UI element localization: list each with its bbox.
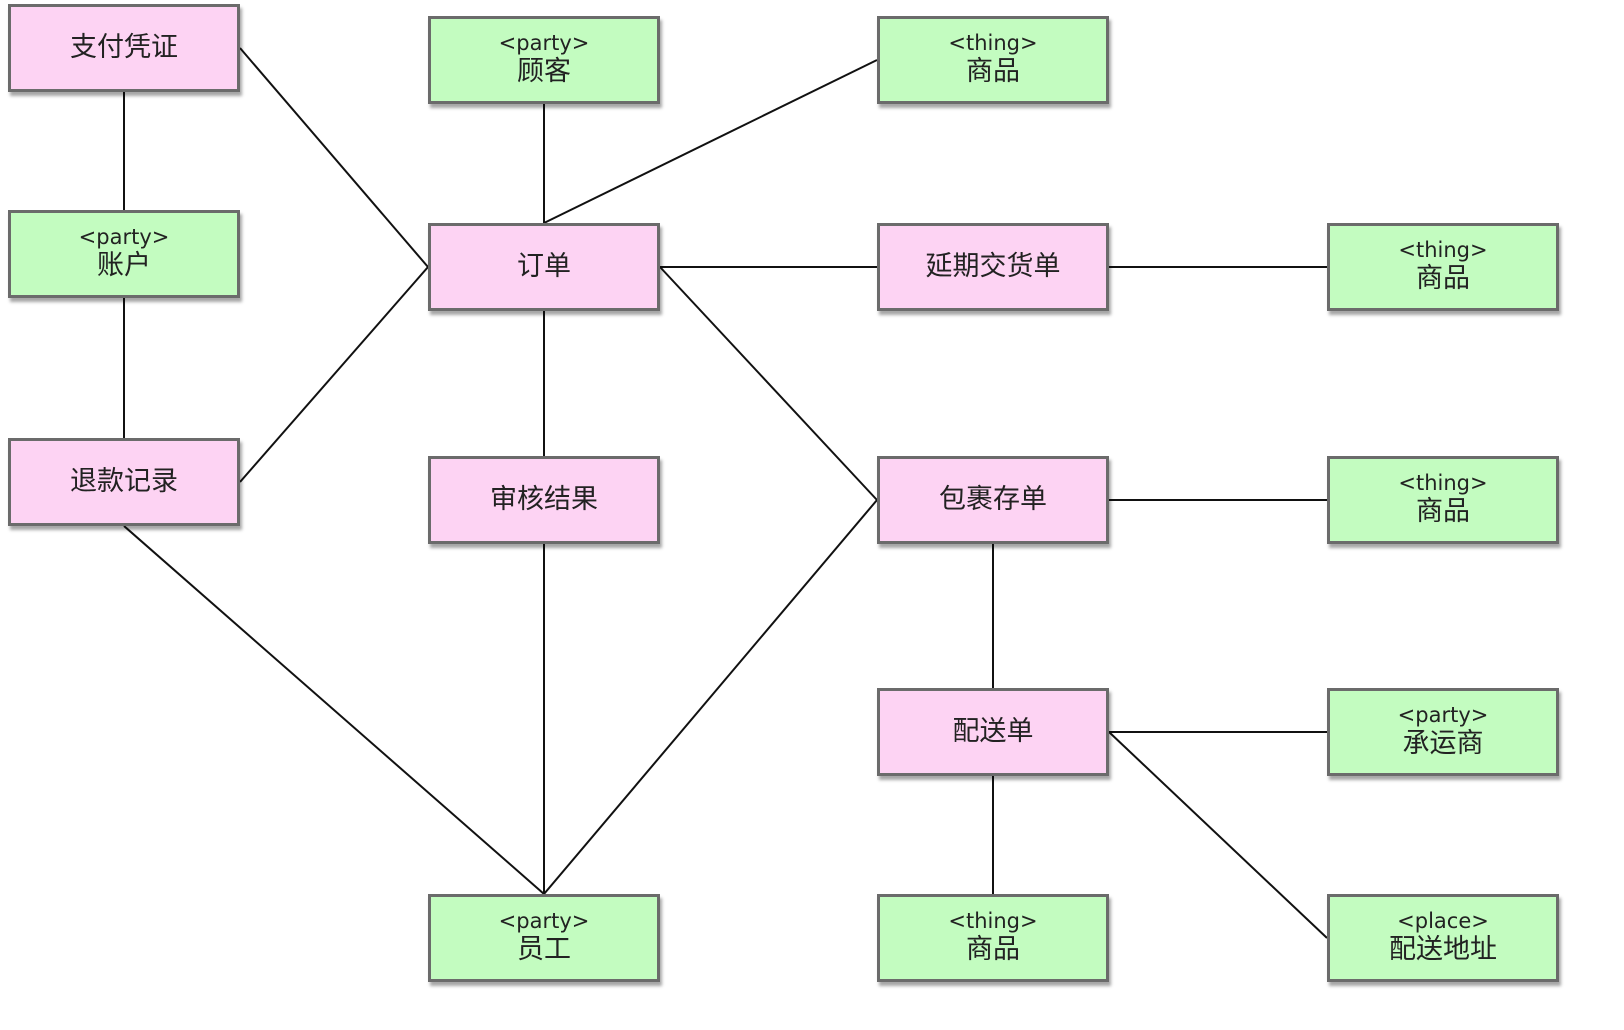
node-label: 账户 [97, 250, 151, 281]
node-label: 承运商 [1402, 728, 1484, 759]
node-stereotype: <thing> [948, 31, 1038, 55]
node-account: <party>账户 [8, 210, 240, 298]
connector-refund-order [239, 266, 429, 483]
connector-refund-employee [123, 525, 545, 895]
connector-delivery-address [1108, 731, 1328, 939]
node-label: 配送单 [952, 716, 1034, 747]
node-employee: <party>员工 [428, 894, 660, 982]
node-review: 审核结果 [428, 456, 660, 544]
node-stereotype: <thing> [1398, 238, 1488, 262]
node-label: 退款记录 [70, 466, 178, 497]
connector-payment-order [239, 47, 429, 268]
node-package: 包裹存单 [877, 456, 1109, 544]
node-goods-package: <thing>商品 [1327, 456, 1559, 544]
node-carrier: <party>承运商 [1327, 688, 1559, 776]
node-label: 支付凭证 [70, 32, 178, 63]
node-label: 延期交货单 [925, 251, 1061, 282]
node-label: 商品 [966, 56, 1020, 87]
node-stereotype: <thing> [948, 909, 1038, 933]
node-label: 商品 [1416, 496, 1470, 527]
node-goods-delivery: <thing>商品 [877, 894, 1109, 982]
node-delivery: 配送单 [877, 688, 1109, 776]
node-label: 订单 [517, 251, 571, 282]
node-label: 顾客 [517, 56, 571, 87]
connector-package-employee [543, 499, 878, 895]
node-order: 订单 [428, 223, 660, 311]
node-customer: <party>顾客 [428, 16, 660, 104]
node-stereotype: <place> [1397, 909, 1489, 933]
node-label: 配送地址 [1389, 934, 1497, 965]
node-label: 审核结果 [490, 484, 598, 515]
node-stereotype: <party> [498, 909, 590, 933]
node-stereotype: <thing> [1398, 471, 1488, 495]
node-label: 商品 [966, 934, 1020, 965]
node-stereotype: <party> [1397, 703, 1489, 727]
node-label: 员工 [517, 934, 571, 965]
connector-goods_top-order [543, 59, 878, 224]
node-goods-backorder: <thing>商品 [1327, 223, 1559, 311]
node-stereotype: <party> [498, 31, 590, 55]
node-refund: 退款记录 [8, 438, 240, 526]
node-label: 商品 [1416, 263, 1470, 294]
node-backorder: 延期交货单 [877, 223, 1109, 311]
node-payment: 支付凭证 [8, 4, 240, 92]
node-stereotype: <party> [78, 225, 170, 249]
connector-order-package [659, 266, 878, 501]
node-label: 包裹存单 [939, 484, 1047, 515]
node-address: <place>配送地址 [1327, 894, 1559, 982]
node-goods-top: <thing>商品 [877, 16, 1109, 104]
